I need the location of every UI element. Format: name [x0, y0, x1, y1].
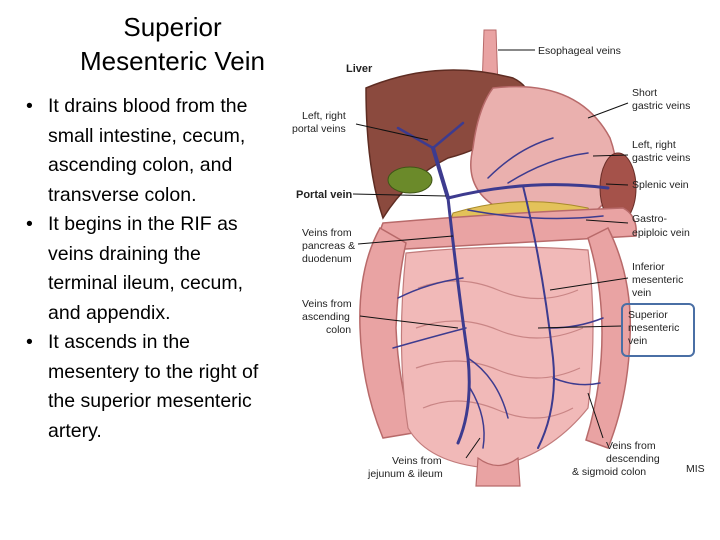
leader-line: [585, 219, 629, 224]
rectum-shape: [475, 456, 521, 487]
anatomy-figure: Liver Esophageal veins Short gastric vei…: [292, 29, 705, 487]
stomach-shape: [470, 85, 617, 221]
intestine-loop: [422, 400, 574, 419]
inf-mes-vein-path: [522, 185, 555, 449]
leader-line: [355, 123, 429, 141]
leader-line: [549, 277, 629, 291]
label-jejunum-veins: jejunum & ileum: [367, 468, 443, 480]
gastroepiploic-branch: [467, 209, 604, 220]
branch-descending: [552, 377, 601, 386]
label-inferior-mesenteric: mesenteric: [632, 274, 683, 286]
leader-line: [587, 102, 629, 119]
bullet-list: It drains blood from the small intestine…: [22, 92, 272, 446]
leader-line: [592, 154, 629, 157]
label-descending-veins: descending: [606, 453, 660, 465]
label-short-gastric: Short: [632, 87, 657, 99]
label-esophageal-veins: Esophageal veins: [538, 45, 621, 57]
label-superior-mesenteric: vein: [628, 335, 647, 347]
portal-vein-path: [431, 146, 450, 200]
bullet-item: It begins in the RIF as veins draining t…: [22, 210, 272, 328]
label-portal-veins: portal veins: [292, 123, 346, 135]
label-gastroepiploic: epiploic vein: [632, 227, 690, 239]
veins: [392, 121, 610, 449]
label-gastroepiploic: Gastro-: [632, 213, 668, 225]
label-ascending-veins: Veins from: [302, 298, 352, 310]
label-splenic-vein: Splenic vein: [632, 179, 689, 191]
leader-line: [537, 325, 623, 329]
leader-lines: [352, 49, 629, 459]
branch-ascending: [397, 277, 464, 299]
branch-ascending: [392, 327, 467, 349]
branch-jejunum: [467, 357, 509, 419]
gastric-branch: [487, 137, 554, 179]
label-pancreas-veins: pancreas &: [302, 240, 355, 252]
label-superior-mesenteric: Superior: [628, 309, 668, 321]
leader-line: [359, 315, 459, 329]
label-portal-veins: Left, right: [302, 110, 346, 122]
gastric-branch: [507, 152, 589, 184]
gallbladder-shape: [387, 166, 433, 194]
label-ascending-veins: colon: [326, 324, 351, 336]
portal-branch-left: [431, 121, 465, 150]
superior-mesenteric-highlight: [621, 303, 695, 357]
label-superior-mesenteric: mesenteric: [628, 322, 679, 334]
bullet-item: It drains blood from the small intestine…: [22, 92, 272, 210]
leader-line: [605, 183, 629, 186]
label-descending-veins: & sigmoid colon: [572, 466, 646, 478]
label-ascending-veins: ascending: [302, 311, 350, 323]
label-inferior-mesenteric: Inferior: [632, 261, 665, 273]
leader-line: [357, 235, 454, 245]
label-left-right-gastric: Left, right: [632, 139, 676, 151]
intestine-loop: [415, 320, 584, 339]
watermark-logo: MIS: [686, 463, 705, 475]
leader-line: [587, 392, 604, 439]
label-descending-veins: Veins from: [606, 440, 656, 452]
title-line-1: Superior: [123, 12, 222, 42]
portal-branch-right: [396, 126, 435, 150]
small-intestine-shape: [400, 246, 594, 469]
label-left-right-gastric: gastric veins: [632, 152, 690, 164]
splenic-vein-path: [446, 183, 610, 200]
sup-mes-vein-path: [446, 196, 471, 445]
leader-line: [352, 193, 447, 197]
portal-venous-illustration: Liver Esophageal veins Short gastric vei…: [288, 28, 712, 490]
title-line-2: Mesenteric Vein: [80, 46, 265, 76]
label-portal-vein: Portal vein: [296, 189, 353, 201]
leader-line: [465, 437, 481, 459]
label-pancreas-veins: duodenum: [302, 253, 352, 265]
branch-jejunum: [469, 387, 485, 449]
label-short-gastric: gastric veins: [632, 100, 690, 112]
label-liver: Liver: [346, 63, 373, 75]
label-pancreas-veins: Veins from: [302, 227, 352, 239]
label-jejunum-veins: Veins from: [392, 455, 442, 467]
label-inferior-mesenteric: vein: [632, 287, 651, 299]
slide-title: Superior Mesenteric Vein: [40, 10, 305, 78]
bullet-item: It ascends in the mesentery to the right…: [22, 328, 272, 446]
